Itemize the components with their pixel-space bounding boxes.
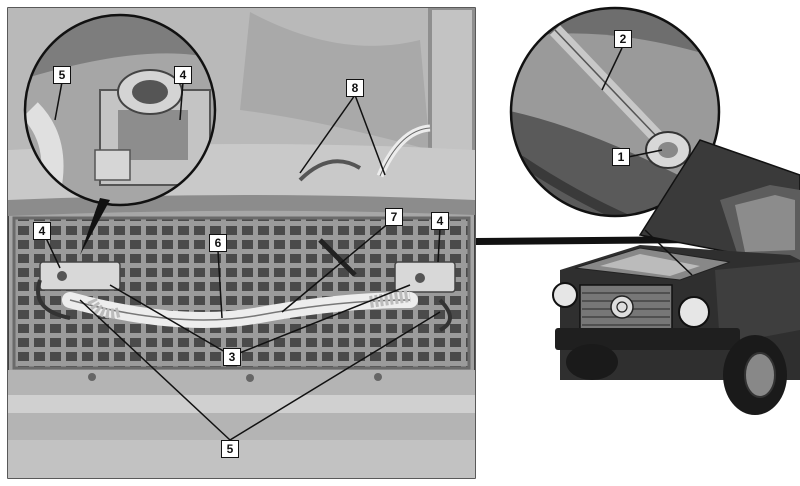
callout-2: 2 — [614, 30, 632, 48]
vehicle-illustration — [552, 139, 800, 415]
callout-4-right: 4 — [431, 212, 449, 230]
callout-8: 8 — [346, 79, 364, 97]
callout-3: 3 — [223, 348, 241, 366]
callout-4-left: 4 — [33, 222, 51, 240]
connector-line — [476, 236, 700, 245]
callout-1: 1 — [612, 148, 630, 166]
callout-6: 6 — [209, 234, 227, 252]
callout-5-bottom: 5 — [221, 440, 239, 458]
detail-inset-left — [23, 13, 217, 255]
callout-7: 7 — [385, 208, 403, 226]
callout-5-inset: 5 — [53, 66, 71, 84]
callout-4-inset: 4 — [174, 66, 192, 84]
leader-lines — [45, 47, 663, 441]
